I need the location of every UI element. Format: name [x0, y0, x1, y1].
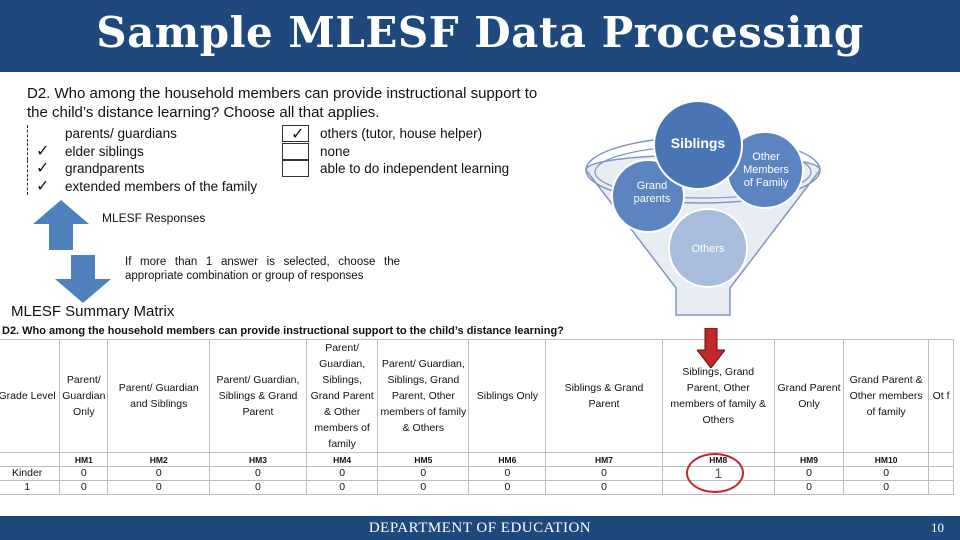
matrix-header-cell: Siblings Only: [468, 339, 547, 453]
matrix-code-cell: HM6: [468, 452, 547, 467]
matrix-header-cell: Ot f: [928, 339, 954, 453]
checkbox[interactable]: ✓: [27, 175, 55, 195]
matrix-cell: 0: [59, 466, 109, 481]
matrix-cell: 1: [0, 480, 61, 495]
matrix-cell: 0: [545, 466, 663, 481]
matrix-cell: Kinder: [0, 466, 61, 481]
footer-department: DEPARTMENT OF EDUCATION: [368, 520, 592, 536]
bubble-siblings: [653, 100, 743, 190]
check-mark-icon: ✓: [36, 175, 50, 195]
option-label: parents/ guardians: [65, 126, 177, 141]
option-label: grandparents: [65, 161, 145, 176]
matrix-code-cell: HM4: [305, 452, 379, 467]
matrix-code-cell: HM7: [545, 452, 663, 467]
matrix-code-cell: HM3: [209, 452, 307, 467]
matrix-code-cell: [0, 452, 61, 467]
matrix-header-cell: Siblings & Grand Parent: [545, 339, 663, 453]
checkbox[interactable]: [27, 125, 55, 142]
bubble-label-others: Others: [691, 243, 725, 255]
matrix-header-cell: Grand Parent Only: [773, 339, 845, 453]
checkbox[interactable]: ✓: [27, 140, 55, 160]
matrix-header-cell: Parent/ Guardian Only: [59, 339, 109, 453]
bubble-others: [668, 208, 748, 288]
matrix-cell: 0: [59, 480, 109, 495]
summary-matrix-title: MLESF Summary Matrix: [11, 303, 175, 320]
matrix-cell: 0: [773, 480, 845, 495]
matrix-code-cell: HM1: [59, 452, 109, 467]
matrix-cell: [928, 466, 954, 481]
check-mark-icon: ✓: [36, 158, 50, 177]
matrix-cell: 0: [843, 466, 930, 481]
matrix-header-cell: Parent/ Guardian, Siblings, Grand Parent…: [305, 339, 379, 453]
matrix-code-cell: HM5: [377, 452, 470, 467]
matrix-cell: 0: [107, 480, 211, 495]
check-mark-icon: ✓: [291, 124, 305, 143]
title-bar: Sample MLESF Data Processing: [0, 0, 960, 72]
survey-question: D2. Who among the household members can …: [27, 85, 538, 121]
matrix-cell: 0: [843, 480, 930, 495]
highlight-down-arrow-icon: [697, 328, 725, 368]
matrix-cell: 0: [468, 480, 547, 495]
matrix-code-cell: HM10: [843, 452, 930, 467]
checkbox[interactable]: ✓: [282, 125, 309, 142]
matrix-cell: 0: [305, 480, 379, 495]
matrix-cell: 0: [773, 466, 845, 481]
checkbox[interactable]: ✓: [27, 158, 55, 177]
checkbox[interactable]: [282, 142, 309, 160]
matrix-cell: 0: [377, 466, 470, 481]
matrix-code-cell: [928, 452, 954, 467]
matrix-header-cell: Parent/ Guardian, Siblings & Grand Paren…: [209, 339, 307, 453]
matrix-cell: 0: [545, 480, 663, 495]
option-label: others (tutor, house helper): [320, 126, 483, 141]
bubble-grandparents: [611, 159, 685, 233]
footer-bar: DEPARTMENT OF EDUCATION 10: [0, 516, 960, 540]
matrix-code-cell: HM2: [107, 452, 211, 467]
matrix-header-cell: Parent/ Guardian, Siblings, Grand Parent…: [377, 339, 470, 453]
option-label: none: [320, 143, 351, 159]
matrix-header-cell: Parent/ Guardian and Siblings: [107, 339, 211, 453]
matrix-question: D2. Who among the household members can …: [2, 325, 564, 337]
matrix-header-cell: Grand Parent & Other members of family: [843, 339, 930, 453]
matrix-cell: 0: [209, 480, 307, 495]
option-label: elder siblings: [65, 143, 144, 159]
matrix-code-cell: HM9: [773, 452, 845, 467]
option-label: extended members of the family: [65, 178, 258, 194]
option-label: able to do independent learning: [320, 161, 510, 176]
down-arrow-icon: [55, 255, 111, 303]
bubble-label-siblings: Siblings: [671, 135, 726, 151]
matrix-cell: 0: [209, 466, 307, 481]
instruction-text: If more than 1 answer is selected, choos…: [125, 256, 400, 282]
slide-title: Sample MLESF Data Processing: [96, 8, 864, 57]
matrix-cell: [928, 480, 954, 495]
highlight-circle: [686, 453, 744, 493]
up-arrow-icon: [33, 200, 89, 250]
matrix-header-cell: Grade Level: [0, 339, 61, 453]
checkbox[interactable]: [282, 160, 309, 177]
matrix-cell: 0: [107, 466, 211, 481]
page-number: 10: [931, 520, 944, 535]
matrix-cell: 0: [377, 480, 470, 495]
responses-label: MLESF Responses: [102, 211, 206, 225]
check-mark-icon: ✓: [36, 140, 50, 160]
matrix-cell: 0: [305, 466, 379, 481]
matrix-cell: 0: [468, 466, 547, 481]
